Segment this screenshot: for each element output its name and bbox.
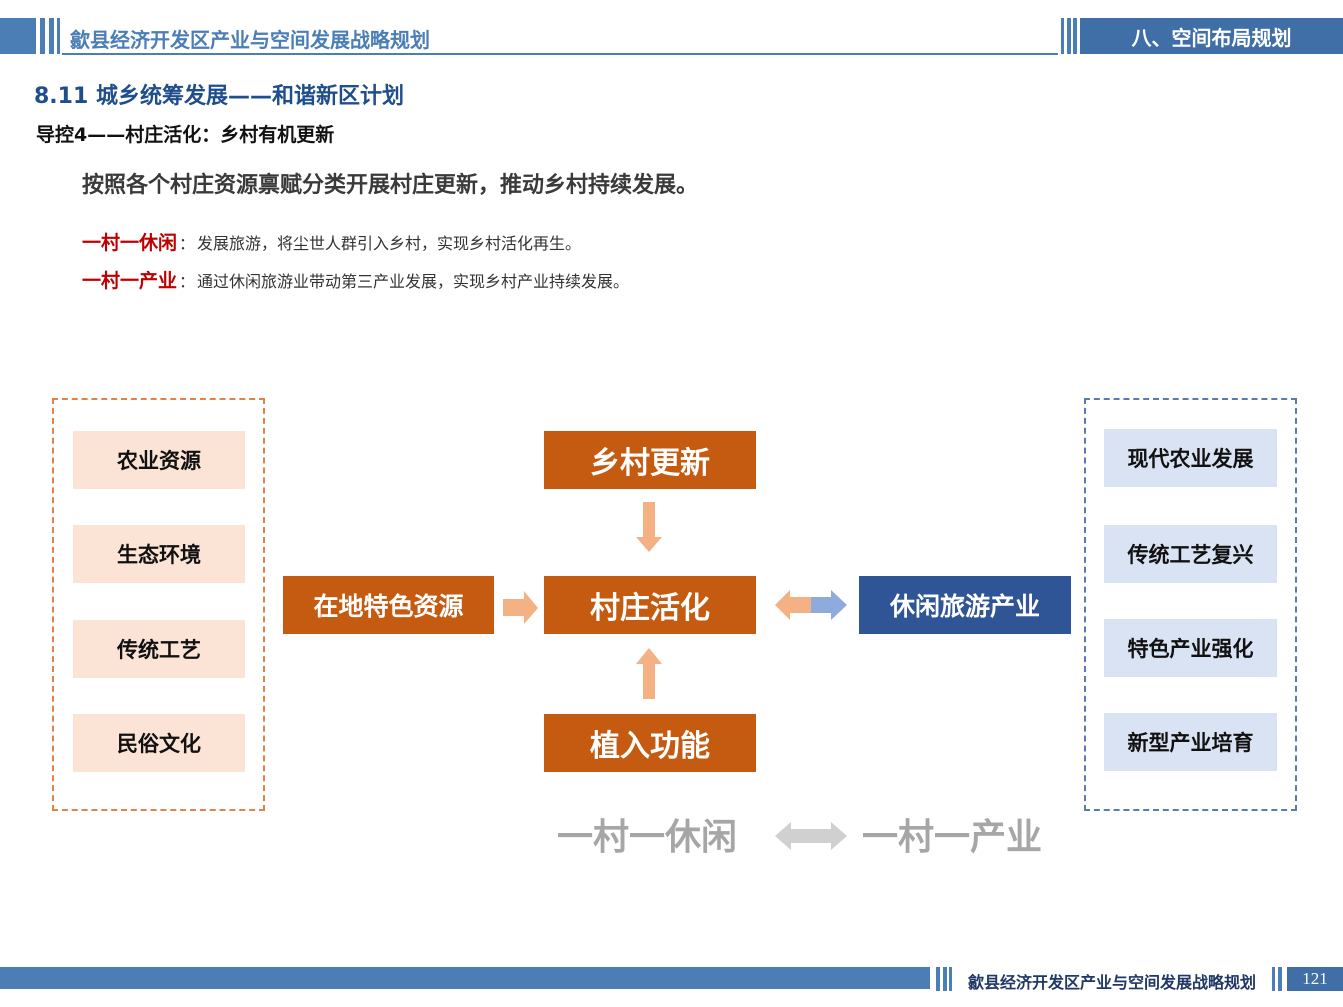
resource-box: 民俗文化	[73, 714, 245, 772]
bullet-text: 通过休闲旅游业带动第三产业发展，实现乡村产业持续发展。	[197, 272, 630, 291]
footer-stripe	[1272, 967, 1275, 991]
chapter-label: 八、空间布局规划	[1080, 18, 1343, 54]
bullet-item: 一村一休闲：发展旅游，将尘世人群引入乡村，实现乡村活化再生。	[82, 228, 581, 255]
arrow-right-icon	[503, 591, 538, 624]
header-right-stripe	[1073, 18, 1077, 54]
bullet-item: 一村一产业：通过休闲旅游业带动第三产业发展，实现乡村产业持续发展。	[82, 266, 629, 293]
double-arrow-icon	[775, 822, 847, 850]
arrow-right-icon	[811, 590, 847, 620]
industry-box: 新型产业培育	[1104, 713, 1277, 771]
footer-bar	[0, 967, 930, 989]
industry-box: 现代农业发展	[1104, 429, 1277, 487]
page-number: 121	[1287, 967, 1343, 991]
resource-box: 传统工艺	[73, 620, 245, 678]
footer-stripe	[943, 967, 947, 991]
resource-box: 农业资源	[73, 431, 245, 489]
arrow-down-icon	[636, 502, 662, 552]
renewal-box: 乡村更新	[544, 431, 756, 489]
bottom-right-label: 一村一产业	[862, 817, 1043, 858]
section-title: 8.11 城乡统筹发展——和谐新区计划	[34, 84, 404, 109]
bullet-colon: ：	[179, 272, 196, 291]
industries-group-frame	[1084, 398, 1297, 811]
header-left-stripe	[40, 18, 45, 54]
header-title: 歙县经济开发区产业与空间发展战略规划	[70, 28, 430, 52]
bullet-colon: ：	[179, 234, 196, 253]
activation-box: 村庄活化	[544, 576, 756, 634]
resource-box: 生态环境	[73, 525, 245, 583]
industry-box: 传统工艺复兴	[1104, 525, 1277, 583]
tourism-box: 休闲旅游产业	[859, 576, 1071, 634]
footer-stripe	[949, 967, 952, 991]
local-resources-box: 在地特色资源	[283, 576, 494, 634]
arrow-left-icon	[775, 590, 811, 620]
bullet-key: 一村一产业	[82, 270, 178, 292]
resources-group-frame	[52, 398, 265, 811]
footer-stripe	[1278, 967, 1282, 991]
functions-box: 植入功能	[544, 714, 756, 772]
industry-box: 特色产业强化	[1104, 619, 1277, 677]
header-right-stripe	[1067, 18, 1071, 54]
bullet-key: 一村一休闲	[82, 232, 178, 254]
header-left-block	[0, 18, 36, 54]
header-left-stripe	[49, 18, 54, 54]
bullet-text: 发展旅游，将尘世人群引入乡村，实现乡村活化再生。	[197, 234, 582, 253]
header-underline	[62, 53, 1058, 55]
arrow-up-icon	[636, 648, 662, 699]
section-subtitle: 导控4——村庄活化：乡村有机更新	[36, 124, 335, 146]
intro-text: 按照各个村庄资源禀赋分类开展村庄更新，推动乡村持续发展。	[82, 173, 699, 198]
footer-title: 歙县经济开发区产业与空间发展战略规划	[968, 973, 1257, 992]
header-left-stripe	[57, 18, 60, 54]
footer-stripe	[936, 967, 940, 991]
header-right-stripe	[1061, 18, 1064, 54]
bottom-left-label: 一村一休闲	[557, 817, 738, 858]
